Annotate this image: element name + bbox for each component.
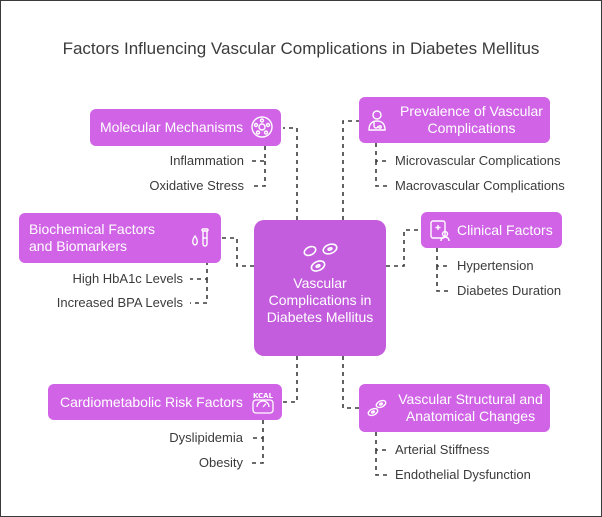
patient-chart-icon: [428, 218, 452, 246]
connector-leaf-hypertension: [436, 248, 451, 267]
structural-changes-box: Vascular Structural and Anatomical Chang…: [359, 384, 550, 432]
molecule-icon: [250, 115, 274, 143]
leaf-inflammation: Inflammation: [169, 153, 244, 168]
biochemical-factors-label: Biochemical Factors and Biomarkers: [29, 221, 156, 254]
connector-leaf-endothelial: [375, 450, 390, 476]
connector-leaf-oxidative: [250, 161, 266, 187]
cardiometabolic-risk-label: Cardiometabolic Risk Factors: [60, 393, 243, 410]
connector-leaf-dyslipidemia: [249, 420, 264, 439]
connector-leaf-obesity: [249, 438, 264, 464]
leaf-endothelial-dysfunction: Endothelial Dysfunction: [395, 467, 531, 482]
leaf-hypertension: Hypertension: [457, 258, 534, 273]
connector-molecular: [283, 127, 298, 220]
connector-leaf-micro: [375, 143, 390, 162]
connector-biochemical: [221, 237, 254, 267]
leaf-oxidative-stress: Oxidative Stress: [149, 178, 244, 193]
connector-leaf-inflammation: [250, 146, 266, 162]
structural-changes-label: Vascular Structural and Anatomical Chang…: [398, 391, 543, 424]
cardiometabolic-risk-box: Cardiometabolic Risk Factors KCAL: [48, 384, 282, 420]
connector-leaf-duration: [436, 266, 451, 292]
red-blood-cells-icon: [302, 239, 340, 279]
leaf-obesity: Obesity: [198, 455, 243, 470]
leaf-dyslipidemia: Dyslipidemia: [169, 430, 243, 445]
center-node: Vascular Complications in Diabetes Melli…: [254, 220, 386, 356]
kcal-scale-icon: KCAL: [251, 389, 275, 419]
center-label: Vascular Complications in Diabetes Melli…: [266, 275, 374, 325]
connector-leaf-hba1c: [190, 261, 208, 280]
connector-clinical: [386, 229, 421, 267]
connector-leaf-stiffness: [375, 432, 390, 451]
doctor-icon: [365, 108, 389, 136]
leaf-macrovascular: Macrovascular Complications: [395, 178, 565, 193]
clinical-factors-box: Clinical Factors: [421, 212, 562, 248]
connector-prevalence: [342, 120, 359, 220]
leaf-microvascular: Microvascular Complications: [395, 153, 561, 168]
molecular-mechanisms-label: Molecular Mechanisms: [100, 119, 244, 135]
diagram-title: Factors Influencing Vascular Complicatio…: [62, 39, 540, 58]
biochemical-factors-box: Biochemical Factors and Biomarkers: [19, 213, 221, 263]
leaf-diabetes-duration: Diabetes Duration: [457, 283, 562, 298]
leaf-high-hba1c: High HbA1c Levels: [72, 271, 183, 286]
connector-cardiometabolic: [282, 356, 298, 403]
prevalence-label: Prevalence of Vascular Complications: [400, 103, 543, 136]
blood-cells-icon: [365, 397, 389, 423]
molecular-mechanisms-box: Molecular Mechanisms: [90, 109, 281, 146]
clinical-factors-label: Clinical Factors: [457, 221, 553, 238]
connector-structural: [342, 356, 359, 409]
connector-leaf-bpa: [190, 279, 208, 304]
connector-leaf-macro: [375, 161, 390, 187]
test-tube-icon: [189, 226, 213, 254]
kcal-icon-text: KCAL: [252, 392, 274, 400]
prevalence-box: Prevalence of Vascular Complications: [359, 97, 550, 143]
leaf-increased-bpa: Increased BPA Levels: [56, 295, 183, 310]
leaf-arterial-stiffness: Arterial Stiffness: [395, 442, 490, 457]
